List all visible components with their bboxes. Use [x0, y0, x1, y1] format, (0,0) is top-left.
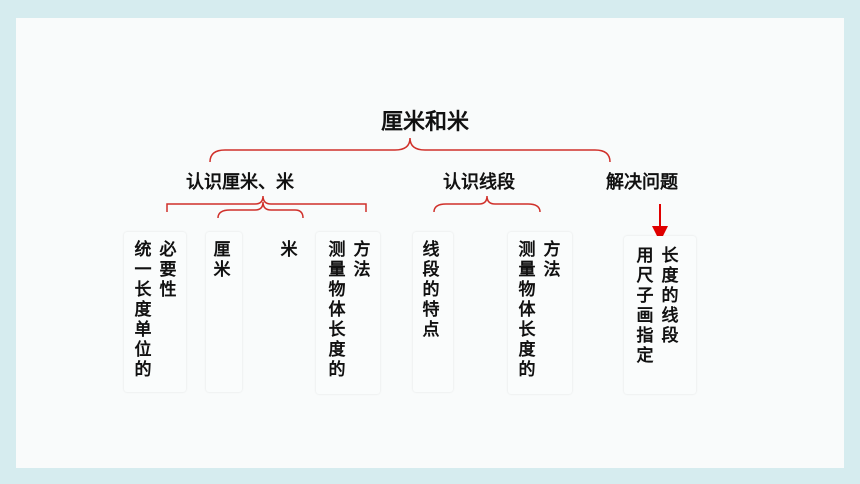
branch-recognize-segment: 认识线段	[443, 172, 515, 193]
branch-solve-problem: 解决问题	[606, 172, 678, 193]
leaf-draw-col2: 用尺子画指定	[636, 246, 654, 366]
leaf-measure2-col1: 方法	[543, 240, 561, 280]
leaf-segment-features: 线段的特点	[422, 240, 440, 340]
unit-brace	[217, 201, 304, 219]
branch-recognize-cm-m: 认识厘米、米	[186, 172, 294, 193]
top-brace	[209, 137, 611, 163]
leaf-m: 米	[280, 240, 298, 260]
leaf-draw-col1: 长度的线段	[661, 246, 679, 346]
leaf-measure1-col1: 方法	[353, 240, 371, 280]
leaf-cm: 厘米	[213, 240, 231, 280]
leaf-card-draw	[624, 236, 696, 394]
cm-m-brace	[166, 195, 367, 212]
leaf-unify-col2: 统一长度单位的	[134, 240, 152, 380]
leaf-card-measure1	[316, 232, 380, 394]
leaf-card-measure2	[508, 232, 572, 394]
leaf-card-unify	[124, 232, 186, 392]
segment-brace	[433, 195, 541, 213]
leaf-measure1-col2: 测量物体长度的	[328, 240, 346, 380]
leaf-measure2-col2: 测量物体长度的	[518, 240, 536, 380]
leaf-card-cm	[206, 232, 242, 392]
leaf-card-segment	[413, 232, 453, 392]
diagram-title: 厘米和米	[381, 110, 470, 135]
leaf-unify-col1: 必要性	[159, 240, 177, 300]
